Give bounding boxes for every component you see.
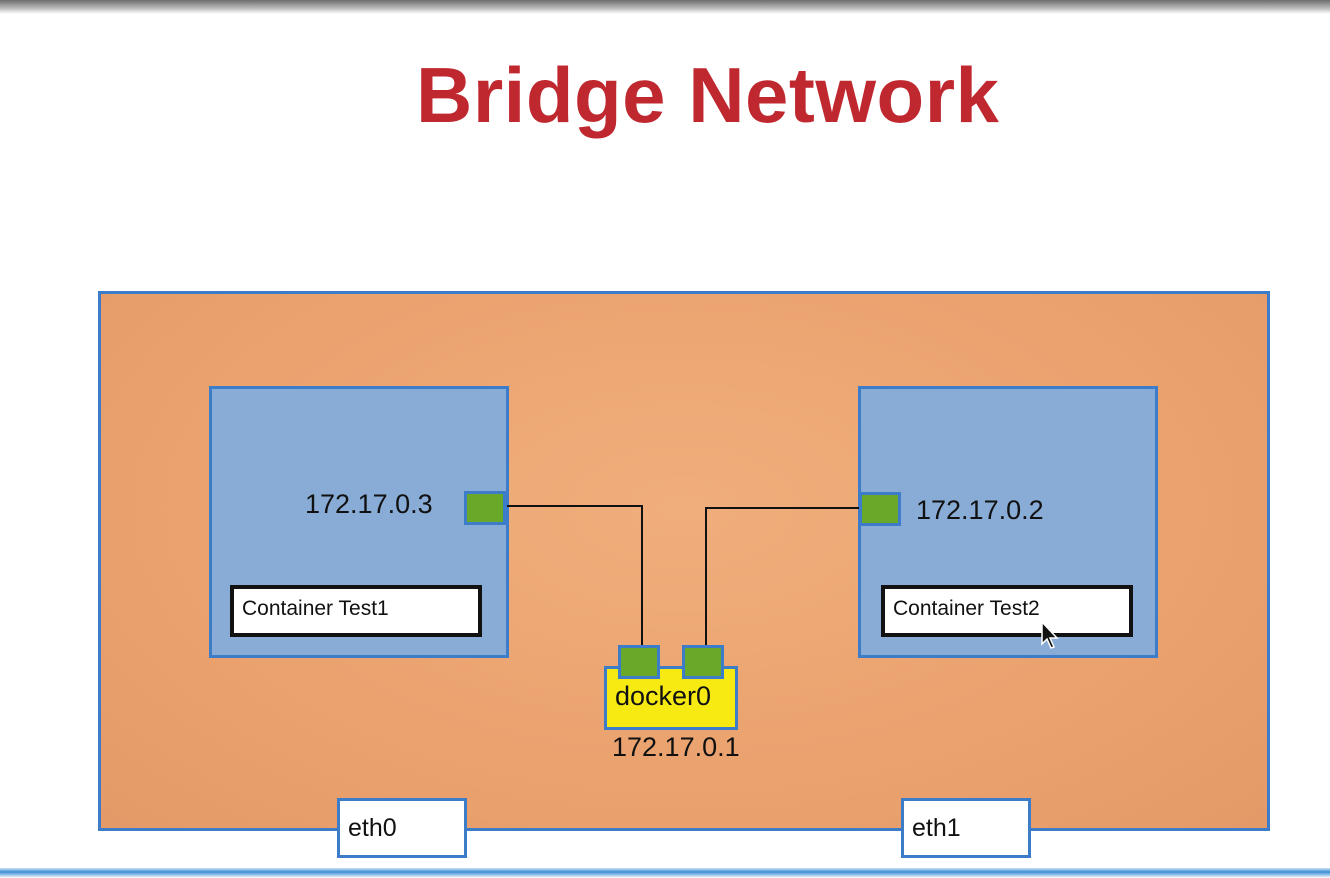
container-test1-veth-port: [464, 491, 506, 525]
docker0-port-left: [618, 645, 660, 679]
container-test1-ip: 172.17.0.3: [305, 489, 433, 519]
eth0-interface: eth0: [337, 798, 467, 858]
wire-test2-to-docker0: [705, 507, 859, 648]
docker0-port-right: [682, 645, 724, 679]
container-test2-label: Container Test2: [881, 585, 1133, 637]
diagram-title: Bridge Network: [416, 51, 1000, 139]
mouse-pointer-icon: [1041, 620, 1059, 649]
bottom-edge-bar: [0, 868, 1330, 878]
container-test2-ip: 172.17.0.2: [916, 495, 1044, 525]
container-test2-veth-port: [859, 492, 901, 526]
docker0-ip: 172.17.0.1: [612, 732, 740, 762]
top-edge-bar: [0, 0, 1330, 14]
docker0-label: docker0: [615, 681, 712, 711]
container-test1-label: Container Test1: [230, 585, 482, 637]
wire-test1-to-docker0: [507, 505, 643, 648]
eth1-interface: eth1: [901, 798, 1031, 858]
